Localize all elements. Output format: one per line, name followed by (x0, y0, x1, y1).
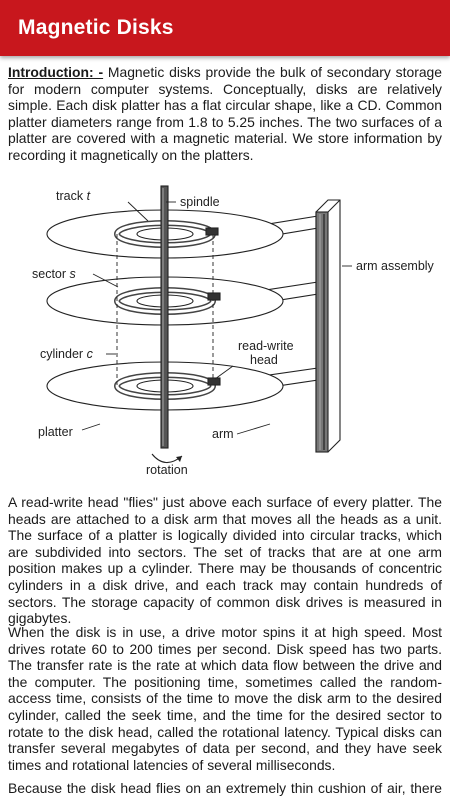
label-head: head (250, 353, 278, 367)
intro-text: Magnetic disks provide the bulk of secon… (8, 64, 442, 163)
article-content[interactable]: Introduction: - Magnetic disks provide t… (0, 56, 450, 800)
body-paragraph-2: When the disk is in use, a drive motor s… (8, 624, 442, 773)
label-cylinder: cylinder c (40, 347, 94, 361)
label-rotation: rotation (146, 463, 188, 477)
read-write-heads (205, 227, 221, 386)
cylinder-lines (116, 234, 214, 386)
body-paragraph-3: Because the disk head flies on an extrem… (8, 780, 442, 800)
label-track: track t (56, 189, 91, 203)
label-platter: platter (38, 425, 73, 439)
disk-diagram-svg: track t spindle arm assembly sector s cy… (32, 185, 435, 477)
label-read-write: read-write (238, 339, 294, 353)
intro-label: Introduction: - (8, 64, 104, 80)
body-paragraph-1: A read-write head "flies" just above eac… (8, 494, 442, 627)
leader-lines (81, 201, 352, 435)
page-title: Magnetic Disks (18, 16, 174, 39)
spindle-shaft (160, 185, 169, 449)
app-bar: Magnetic Disks (0, 0, 450, 56)
label-spindle: spindle (180, 195, 220, 209)
label-arm-assembly: arm assembly (356, 259, 435, 273)
disk-diagram: track t spindle arm assembly sector s cy… (0, 178, 450, 478)
intro-paragraph: Introduction: - Magnetic disks provide t… (8, 64, 442, 164)
label-arm: arm (212, 427, 234, 441)
label-sector: sector s (32, 267, 76, 281)
arm-assembly-column (315, 199, 341, 453)
